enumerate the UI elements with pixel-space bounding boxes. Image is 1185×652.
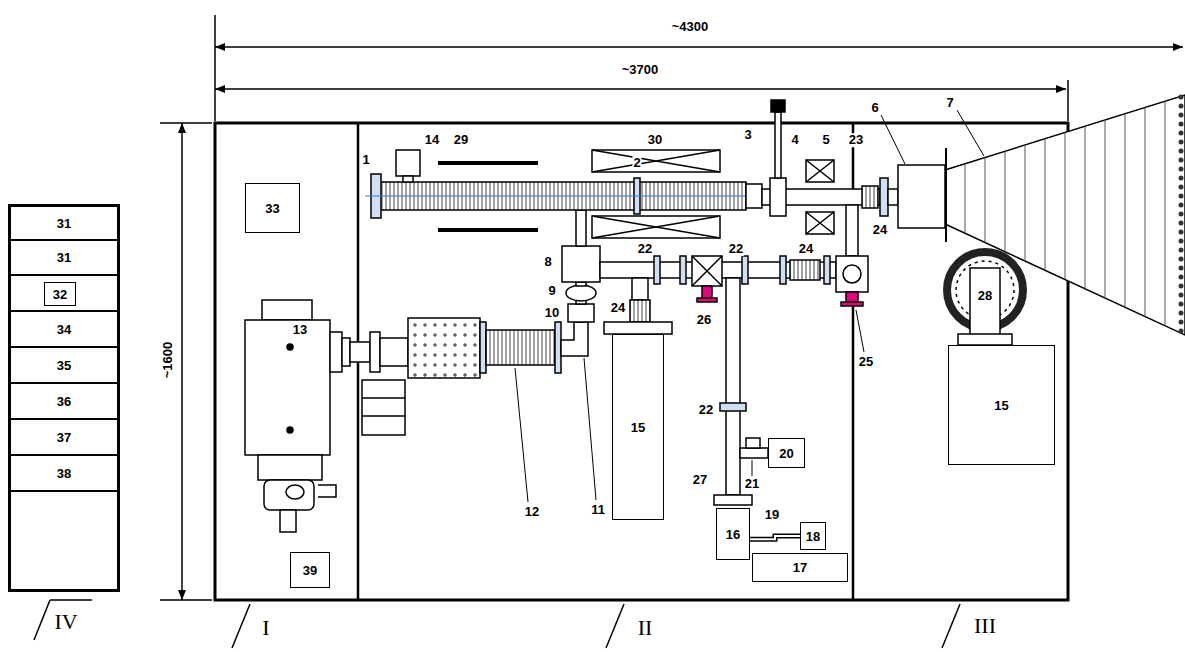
callout-number: 21 [744, 477, 760, 491]
part-number: 33 [265, 202, 279, 215]
callout-number: 4 [790, 133, 799, 147]
section-numeral: III [974, 615, 996, 637]
part-number: 20 [779, 447, 793, 460]
part-number: 38 [57, 467, 71, 480]
cabinet-row: 35 [11, 348, 117, 384]
callout-number: 29 [453, 133, 469, 147]
room-section: I3339 [215, 123, 358, 600]
callout-number: 22 [637, 242, 653, 256]
section-numeral: IV [54, 611, 77, 633]
cabinet-row: 36 [11, 384, 117, 420]
callout-number: 26 [696, 313, 712, 327]
callout-number: 24 [610, 301, 626, 315]
dimension-label: ~3700 [621, 63, 660, 77]
callout-number: 12 [524, 505, 540, 519]
part-number: 37 [57, 431, 71, 444]
leader-lines [515, 110, 984, 502]
equipment-box: 15 [948, 345, 1055, 465]
equipment-box: 33 [245, 183, 300, 233]
equipment-box: 18 [800, 522, 826, 550]
dimension-label: ~4300 [671, 20, 710, 34]
callout-number: 7 [945, 96, 954, 110]
callout-number: 1 [361, 153, 370, 167]
cabinet-row: 31 [11, 241, 117, 276]
part-number: 16 [726, 528, 740, 541]
part-number: 18 [806, 530, 820, 543]
room-section: III15 [853, 123, 1068, 600]
callout-number: 25 [858, 355, 874, 369]
room-section: II1520161817 [358, 123, 853, 600]
cabinet-row: 31 [11, 207, 117, 241]
horn-antenna [945, 90, 1185, 340]
part-number: 32 [53, 288, 67, 301]
dimension-label: ~1600 [161, 341, 175, 380]
cabinet-panel: IV3131323435363738 [8, 204, 120, 592]
section-numeral: I [262, 617, 269, 639]
callout-number: 30 [647, 133, 663, 147]
callout-number: 28 [977, 289, 993, 303]
part-number: 34 [57, 323, 71, 336]
part-number: 39 [303, 564, 317, 577]
part-number: 35 [57, 359, 71, 372]
dimension-lines [160, 15, 1183, 600]
cabinet-row: 38 [11, 456, 117, 492]
part-number: 31 [57, 251, 71, 264]
callout-number: 24 [798, 242, 814, 256]
callout-number: 14 [424, 133, 440, 147]
callout-number: 8 [543, 255, 552, 269]
equipment-box: 17 [752, 553, 848, 582]
equipment-box: 16 [716, 508, 750, 560]
callout-number: 10 [544, 306, 560, 320]
callout-number: 3 [743, 128, 752, 142]
part-number: 36 [57, 395, 71, 408]
cabinet-row: 37 [11, 420, 117, 456]
hose-connector [750, 536, 800, 539]
equipment-drawing [245, 100, 1023, 532]
room-frame [34, 123, 1068, 648]
part-number: 15 [631, 421, 645, 434]
callout-number: 27 [692, 473, 708, 487]
callout-number: 9 [547, 284, 556, 298]
callout-number: 22 [698, 403, 714, 417]
callout-number: 6 [870, 101, 879, 115]
equipment-box: 20 [768, 438, 805, 468]
part-number: 15 [994, 399, 1008, 412]
part-number: 17 [793, 561, 807, 574]
callout-number: 5 [821, 133, 830, 147]
section-numeral: II [638, 617, 653, 639]
callout-number: 13 [292, 323, 308, 337]
callout-number: 11 [590, 503, 606, 517]
part-number: 31 [57, 217, 71, 230]
callout-number: 24 [872, 223, 888, 237]
callout-number: 22 [728, 242, 744, 256]
equipment-box: 15 [612, 334, 664, 520]
equipment-box: 32 [44, 282, 76, 306]
callout-number: 23 [848, 133, 864, 147]
cabinet-row: 34 [11, 310, 117, 348]
callout-number: 19 [764, 508, 780, 522]
equipment-box: 39 [290, 552, 330, 588]
callout-number: 2 [632, 156, 641, 170]
